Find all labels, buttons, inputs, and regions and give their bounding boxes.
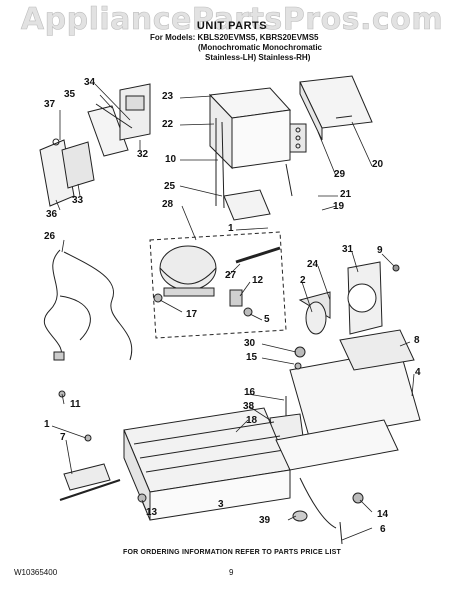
callout-10: 10 (165, 154, 177, 165)
callout-35: 35 (64, 89, 76, 100)
callout-30: 30 (244, 338, 256, 349)
callout-27: 27 (225, 270, 237, 281)
variant-line-1: (Monochromatic Monochromatic (198, 43, 323, 52)
callout-15: 15 (246, 352, 258, 363)
callout-6: 6 (380, 524, 386, 535)
page-number: 9 (229, 568, 234, 577)
callout-17: 17 (186, 309, 198, 320)
callout-23: 23 (162, 91, 174, 102)
callout-2: 2 (300, 275, 306, 286)
callout-7: 7 (60, 432, 66, 443)
base-pan (269, 329, 421, 449)
callout-21: 21 (340, 189, 352, 200)
evaporator-assembly (208, 87, 307, 221)
control-box-group (39, 83, 151, 207)
page-title: UNIT PARTS (196, 20, 268, 32)
callout-25: 25 (164, 181, 176, 192)
condenser-fan-group (298, 261, 400, 335)
document-number: W10365400 (14, 568, 58, 577)
leader-lines (51, 83, 415, 541)
callout-31: 31 (342, 244, 354, 255)
callout-24: 24 (307, 259, 319, 270)
callout-19: 19 (333, 201, 345, 212)
callout-38: 38 (243, 401, 255, 412)
callout-32: 32 (137, 149, 149, 160)
variant-line-2: Stainless-LH) Stainless-RH) (205, 53, 311, 62)
condenser-coil (123, 407, 291, 521)
callout-26: 26 (44, 231, 56, 242)
models-line: For Models: KBLS20EVMS5, KBRS20EVMS5 (150, 33, 319, 42)
callout-3: 3 (218, 499, 224, 510)
callout-28: 28 (162, 199, 174, 210)
callout-36: 36 (46, 209, 58, 220)
callout-4: 4 (415, 367, 421, 378)
callout-8: 8 (414, 335, 420, 346)
callout-9: 9 (377, 245, 383, 256)
callout-33: 33 (72, 195, 84, 206)
callout-13: 13 (146, 507, 158, 518)
callout-20: 20 (372, 159, 384, 170)
callout-29: 29 (334, 169, 346, 180)
callout-12: 12 (252, 275, 264, 286)
wiring-harness (43, 249, 133, 361)
callout-37: 37 (44, 99, 56, 110)
callout-22: 22 (162, 119, 174, 130)
ordering-note: FOR ORDERING INFORMATION REFER TO PARTS … (122, 549, 342, 556)
air-duct (299, 75, 373, 141)
callout-1-lower: 1 (44, 419, 50, 430)
watermark: AppliancePartsPros.com (20, 2, 444, 38)
callout-34: 34 (84, 77, 96, 88)
callout-11: 11 (70, 399, 81, 410)
callout-14: 14 (377, 509, 389, 520)
compressor-group (149, 231, 287, 339)
callout-1-upper: 1 (228, 223, 234, 234)
callout-5: 5 (264, 314, 270, 325)
callout-16: 16 (244, 387, 256, 398)
callout-39: 39 (259, 515, 271, 526)
callout-18: 18 (246, 415, 258, 426)
